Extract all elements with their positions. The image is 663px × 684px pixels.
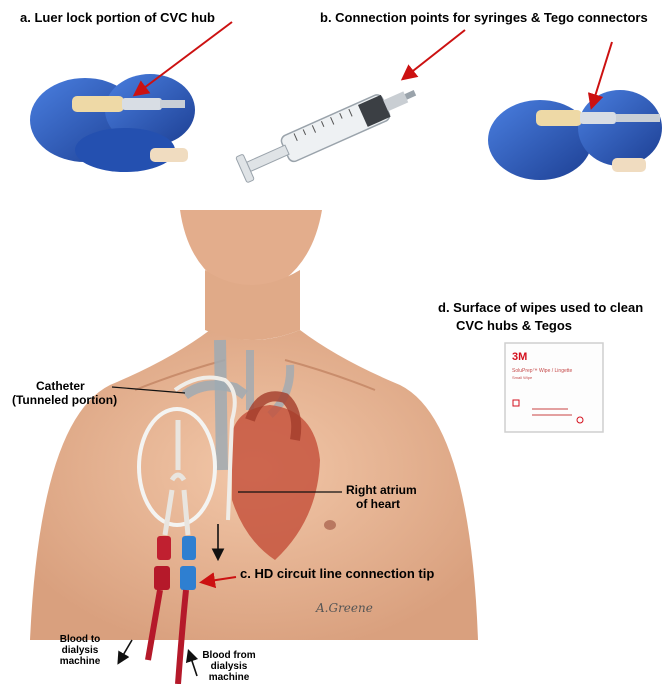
- blood-from-line2: dialysis: [196, 661, 262, 672]
- wipe-brand-logo: 3M: [512, 351, 527, 363]
- label-of-heart: of heart: [356, 498, 400, 511]
- photo-tego-connector: [488, 78, 662, 184]
- wipe-package: 3M SoluPrep™ Wipe / Lingette Small Wipe: [505, 343, 603, 432]
- wipe-subtitle: Small Wipe: [512, 375, 533, 380]
- label-d-line1: d. Surface of wipes used to clean: [438, 300, 643, 315]
- photo-syringe: [236, 80, 421, 183]
- blood-to-arrow: [119, 640, 132, 662]
- label-catheter: Catheter: [36, 380, 85, 393]
- blood-from-line1: Blood from: [196, 650, 262, 661]
- pointer-arrow-b-syringe: [404, 30, 465, 78]
- artist-signature: A.Greene: [315, 601, 373, 615]
- blood-from-line3: machine: [196, 672, 262, 683]
- torso-illustration: [30, 210, 478, 684]
- label-b-connection-points: b. Connection points for syringes & Tego…: [320, 10, 648, 25]
- label-catheter-tunneled: (Tunneled portion): [12, 394, 117, 407]
- blood-to-line2: dialysis: [52, 645, 108, 656]
- label-d-line2: CVC hubs & Tegos: [456, 318, 572, 333]
- label-c-hd-circuit: c. HD circuit line connection tip: [240, 566, 434, 581]
- wipe-product-name: SoluPrep™ Wipe / Lingette: [512, 368, 573, 374]
- photo-luer-lock-hub: [30, 58, 195, 172]
- label-blood-from-dialysis: Blood from dialysis machine: [196, 650, 262, 683]
- label-right-atrium: Right atrium: [346, 484, 417, 497]
- label-blood-to-dialysis: Blood to dialysis machine: [52, 634, 108, 667]
- label-a-luer-lock: a. Luer lock portion of CVC hub: [20, 10, 215, 25]
- blood-to-line1: Blood to: [52, 634, 108, 645]
- blood-to-line3: machine: [52, 656, 108, 667]
